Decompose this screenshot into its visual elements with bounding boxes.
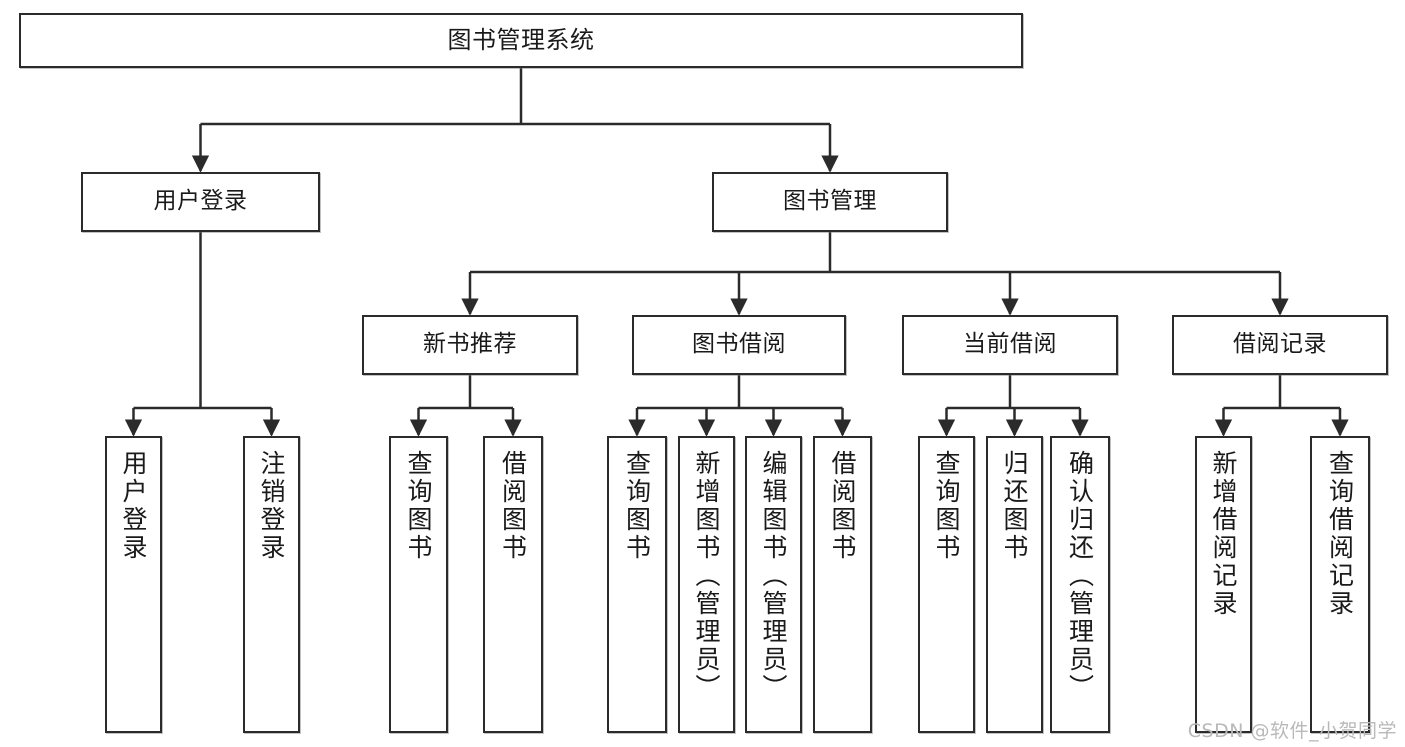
node-label: 当前借阅 — [963, 331, 1057, 358]
node-leaf-cur-confirm[interactable]: 确认归还（管理员） — [1050, 436, 1110, 733]
node-records[interactable]: 借阅记录 — [1172, 315, 1388, 375]
node-label: 查询图书 — [622, 450, 652, 562]
node-current[interactable]: 当前借阅 — [902, 315, 1118, 375]
node-leaf-bor-query[interactable]: 查询图书 — [607, 436, 667, 733]
node-borrow[interactable]: 图书借阅 — [632, 315, 846, 375]
node-label: 查询借阅记录 — [1325, 450, 1355, 618]
node-leaf-bor-lend[interactable]: 借阅图书 — [813, 436, 872, 733]
node-leaf-user-login[interactable]: 用户登录 — [105, 436, 162, 733]
node-label: 查询图书 — [404, 450, 433, 562]
node-leaf-bor-add[interactable]: 新增图书（管理员） — [678, 436, 735, 733]
node-leaf-cur-return[interactable]: 归还图书 — [986, 436, 1043, 733]
node-bookmgmt[interactable]: 图书管理 — [712, 172, 948, 232]
node-leaf-new-query[interactable]: 查询图书 — [389, 436, 448, 733]
node-label: 新书推荐 — [423, 331, 517, 358]
node-label: 归还图书 — [1000, 450, 1029, 562]
node-label: 借阅图书 — [828, 450, 857, 562]
node-label: 图书管理系统 — [447, 26, 595, 55]
node-leaf-bor-edit[interactable]: 编辑图书（管理员） — [745, 436, 802, 733]
node-label: 借阅记录 — [1233, 331, 1327, 358]
node-label: 确认归还（管理员） — [1065, 450, 1095, 702]
node-label: 用户登录 — [119, 450, 148, 562]
node-label: 新增借阅记录 — [1209, 450, 1238, 618]
node-leaf-cur-query[interactable]: 查询图书 — [918, 436, 975, 733]
node-label: 图书管理 — [783, 188, 877, 215]
watermark-text: CSDN @软件_小贺同学 — [1187, 720, 1397, 742]
node-login[interactable]: 用户登录 — [81, 172, 320, 232]
node-label: 用户登录 — [153, 188, 248, 215]
node-leaf-new-borrow[interactable]: 借阅图书 — [483, 436, 543, 733]
node-label: 查询图书 — [932, 450, 961, 562]
node-leaf-rec-query[interactable]: 查询借阅记录 — [1310, 436, 1370, 733]
node-leaf-user-logout[interactable]: 注销登录 — [243, 436, 300, 733]
node-root[interactable]: 图书管理系统 — [19, 13, 1023, 68]
node-label: 新增图书（管理员） — [692, 450, 721, 702]
node-label: 借阅图书 — [498, 450, 528, 562]
node-leaf-rec-add[interactable]: 新增借阅记录 — [1195, 436, 1252, 733]
node-newbook[interactable]: 新书推荐 — [362, 315, 578, 375]
node-label: 注销登录 — [257, 450, 286, 562]
node-label: 编辑图书（管理员） — [759, 450, 788, 702]
node-label: 图书借阅 — [692, 331, 786, 358]
